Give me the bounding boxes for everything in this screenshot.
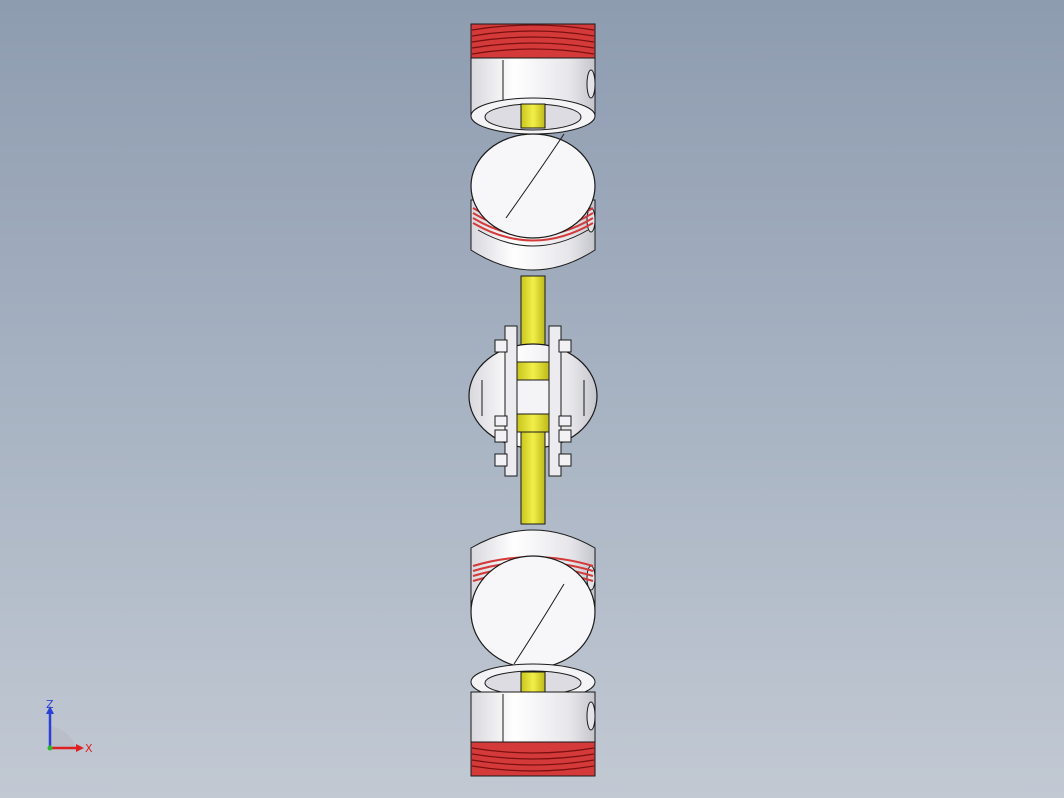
piston-bottom[interactable] bbox=[470, 663, 596, 777]
z-axis-label: Z bbox=[46, 698, 54, 711]
x-axis-label: X bbox=[85, 742, 93, 755]
piston-rings-bottom bbox=[471, 747, 595, 772]
connecting-rod-lower[interactable] bbox=[520, 431, 546, 525]
piston-top[interactable] bbox=[470, 23, 596, 135]
triad-plane bbox=[50, 726, 76, 748]
y-axis-dot bbox=[47, 745, 53, 751]
bolt-heads bbox=[494, 339, 572, 467]
piston-rings-top bbox=[471, 24, 595, 55]
piston-lower-crown[interactable] bbox=[470, 529, 596, 669]
x-arrowhead-icon bbox=[76, 744, 84, 752]
piston-upper-crown[interactable] bbox=[470, 133, 596, 271]
reference-triad: Z X bbox=[46, 698, 93, 755]
z-arrowhead-icon bbox=[46, 706, 54, 714]
